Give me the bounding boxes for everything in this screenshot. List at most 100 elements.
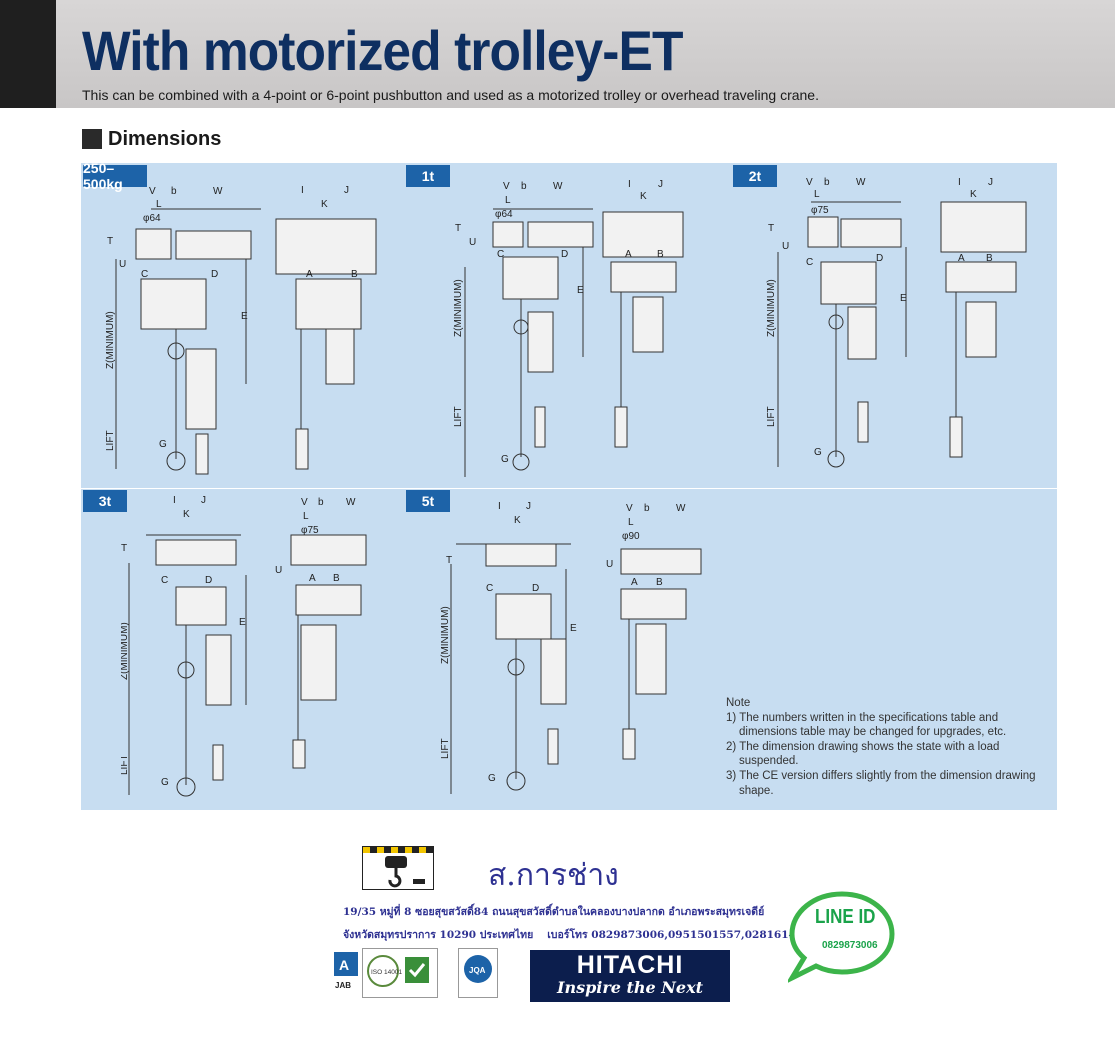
dim-label-b: b xyxy=(824,177,830,188)
iso-cert-logo: ISO 14001 xyxy=(362,948,438,998)
hoist-drawing-5t: I J K T C D E V b W L φ90 U A B G Z(MINI… xyxy=(440,501,702,794)
dim-label-i: I xyxy=(173,495,176,506)
company-logo xyxy=(362,846,434,890)
badge-5t: 5t xyxy=(406,490,450,512)
page-subtitle: This can be combined with a 4-point or 6… xyxy=(82,87,819,103)
dim-label-c: C xyxy=(141,269,148,280)
jab-label: JAB xyxy=(335,981,351,990)
hitachi-tagline: Inspire the Next xyxy=(556,978,704,997)
hitachi-brand: HITACHI xyxy=(576,951,684,979)
dim-label-v: V xyxy=(149,186,156,197)
dim-label-g: G xyxy=(159,439,167,450)
iso-icon: ISO 14001 xyxy=(367,955,429,987)
dim-label-phi: φ90 xyxy=(622,531,640,542)
hoist-drawing-250-500kg: V b W L φ64 T U C D E I J K A B G Z(MINI… xyxy=(105,185,377,475)
hazard-stripe xyxy=(363,847,433,853)
dim-label-b: b xyxy=(318,497,324,508)
line-id-number: 0829873006 xyxy=(822,940,878,951)
dim-label-lift: LIFT xyxy=(105,430,116,451)
dim-label-lift: LIFT xyxy=(453,406,464,427)
dim-label-l: L xyxy=(505,195,511,206)
dim-label-e: E xyxy=(577,285,584,296)
dim-label-b: b xyxy=(521,181,527,192)
dim-label-z: Z(MINIMUM) xyxy=(453,279,464,337)
hoist-drawing-2t: V b W L φ75 T U C D E I J K A B G Z(MINI… xyxy=(766,177,1027,468)
dim-label-c: C xyxy=(806,257,813,268)
dim-label-t: T xyxy=(121,543,127,554)
line-bubble-icon xyxy=(788,891,895,983)
dim-label-t: T xyxy=(107,236,113,247)
dim-label-i: I xyxy=(958,177,961,188)
dim-label-u: U xyxy=(469,237,476,248)
dim-label-bb: B xyxy=(656,577,663,588)
dim-label-a: A xyxy=(625,249,632,260)
dim-label-z: Z(MINIMUM) xyxy=(121,622,130,680)
dim-label-u: U xyxy=(782,241,789,252)
dim-label-k: K xyxy=(640,191,647,202)
note-item: 1) The numbers written in the specificat… xyxy=(726,711,1007,739)
dim-label-a: A xyxy=(958,253,965,264)
company-address-line2: จังหวัดสมุทรปราการ 10290 ประเทศไทยเบอร์โ… xyxy=(343,926,810,943)
company-name: ส.การช่าง xyxy=(488,858,619,893)
dim-label-g: G xyxy=(501,454,509,465)
dim-label-t: T xyxy=(455,223,461,234)
dim-label-phi: φ75 xyxy=(301,525,319,536)
dim-label-g: G xyxy=(488,773,496,784)
section-heading: Dimensions xyxy=(82,127,221,151)
dim-label-d: D xyxy=(532,583,539,594)
address-province: จังหวัดสมุทรปราการ 10290 ประเทศไทย xyxy=(343,929,534,941)
section-label: Dimensions xyxy=(108,127,222,150)
dim-label-c: C xyxy=(486,583,493,594)
dim-label-phi: φ64 xyxy=(495,209,513,220)
dim-label-v: V xyxy=(301,497,308,508)
badge-2t: 2t xyxy=(733,165,777,187)
dim-label-v: V xyxy=(626,503,633,514)
dimensions-panel: 250–500kg 1t 2t 3t 5t V b W L xyxy=(81,160,1057,810)
dim-label-phi: φ64 xyxy=(143,213,161,224)
dim-label-i: I xyxy=(498,501,501,512)
dim-label-e: E xyxy=(570,623,577,634)
header-accent-block xyxy=(0,0,56,108)
dim-label-g: G xyxy=(161,777,169,788)
dim-label-l: L xyxy=(303,511,309,522)
note-item: 2) The dimension drawing shows the state… xyxy=(726,740,1000,768)
iso-label: ISO 14001 xyxy=(371,969,402,976)
dim-label-u: U xyxy=(275,565,282,576)
dim-label-l: L xyxy=(628,517,634,528)
hoist-drawing-3t: I J K T C D E V b W L φ75 U A B G Z(MINI… xyxy=(121,495,367,797)
hoist-drawing-1t: V b W L φ64 T U C D E I J K A B G Z(MINI… xyxy=(453,179,684,477)
dim-label-lift: LIFT xyxy=(121,754,130,775)
dim-label-k: K xyxy=(514,515,521,526)
note-box: Note 1) The numbers written in the speci… xyxy=(726,696,1046,798)
dim-label-lift: LIFT xyxy=(766,406,777,427)
dim-label-z: Z(MINIMUM) xyxy=(766,279,777,337)
dim-label-j: J xyxy=(344,185,349,196)
panel-divider xyxy=(81,488,1057,489)
dim-label-bb: B xyxy=(657,249,664,260)
dim-label-z: Z(MINIMUM) xyxy=(440,606,451,664)
badge-3t: 3t xyxy=(83,490,127,512)
dim-label-c: C xyxy=(161,575,168,586)
dim-label-t: T xyxy=(768,223,774,234)
dim-label-w: W xyxy=(676,503,686,514)
dim-label-j: J xyxy=(658,179,663,190)
dim-label-j: J xyxy=(526,501,531,512)
dim-label-e: E xyxy=(239,617,246,628)
dim-label-d: D xyxy=(876,253,883,264)
note-title: Note xyxy=(726,697,751,709)
dim-label-k: K xyxy=(970,189,977,200)
company-address-line1: 19/35 หมู่ที่ 8 ซอยสุขสวัสดิ์84 ถนนสุขสว… xyxy=(343,906,765,918)
header-banner xyxy=(0,0,1115,108)
section-bullet-icon xyxy=(82,129,102,149)
dim-label-a: A xyxy=(306,269,313,280)
dim-label-t: T xyxy=(446,555,452,566)
dim-label-l: L xyxy=(814,189,820,200)
dim-label-d: D xyxy=(561,249,568,260)
dim-label-c: C xyxy=(497,249,504,260)
dim-label-v: V xyxy=(503,181,510,192)
dim-label-u: U xyxy=(606,559,613,570)
dim-label-d: D xyxy=(205,575,212,586)
dim-label-e: E xyxy=(900,293,907,304)
hook-icon xyxy=(385,856,425,888)
page-title: With motorized trolley-ET xyxy=(82,19,683,82)
